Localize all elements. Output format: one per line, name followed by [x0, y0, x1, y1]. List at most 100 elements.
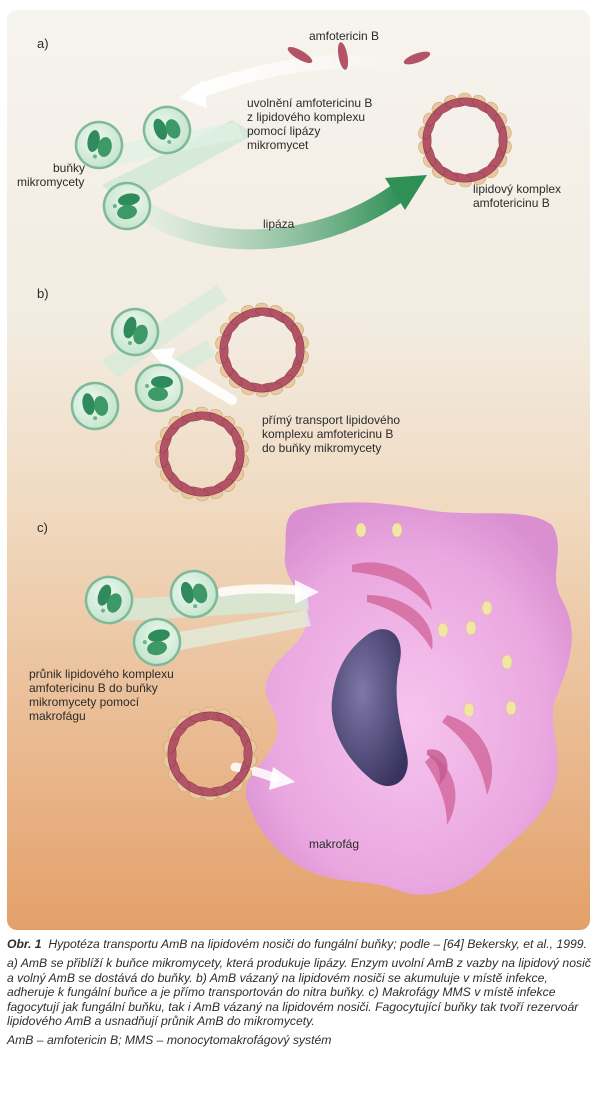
cell-granule	[142, 640, 147, 645]
vesicle-crescent	[352, 562, 432, 610]
cell-granule	[167, 139, 172, 144]
lipase-arrow-head	[385, 175, 427, 210]
fungal-cell	[169, 569, 219, 619]
fungal-cells	[70, 105, 219, 667]
lipid-complex-ring	[418, 92, 512, 188]
macrophage-nucleus	[331, 629, 408, 786]
cell-organelle	[147, 640, 167, 656]
cells-label-line: mikromycety	[17, 175, 84, 189]
cell-organelle	[165, 119, 181, 139]
vesicle-crescent	[425, 755, 456, 825]
cell-granule	[92, 154, 97, 159]
penetration-label: průnik lipidového komplexu amfotericinu …	[29, 667, 177, 723]
fungal-cell	[132, 617, 182, 667]
amphotericin-molecule	[243, 740, 253, 768]
granule	[481, 600, 493, 616]
granules	[355, 522, 517, 718]
transport-label: přímý transport lipidového komplexu amfo…	[262, 413, 403, 455]
cell-granule	[93, 416, 98, 421]
fungal-cell	[134, 363, 184, 413]
amphotericin-molecule	[235, 440, 245, 468]
complex-label-line: lipidový komplex	[473, 182, 561, 196]
amphotericin-molecule	[403, 51, 431, 65]
panel-b-label: b)	[37, 286, 49, 301]
release-arrow-head	[179, 80, 207, 108]
cells-label-line: buňky	[53, 161, 85, 175]
figure-panel: a) amfotericin B uvolnění amfotericinu B…	[7, 10, 590, 930]
cell-organelle	[97, 584, 112, 606]
panel-c-label: c)	[37, 520, 48, 535]
transport-label-line: do buňky mikromycety	[262, 441, 381, 455]
cell-granule	[193, 604, 198, 609]
macrophage-label: makrofág	[309, 837, 359, 851]
fungal-cell	[110, 307, 160, 357]
amphotericin-molecule	[295, 336, 305, 364]
fungal-cell	[102, 181, 152, 231]
granule	[463, 702, 475, 718]
granule	[465, 620, 477, 636]
caption-heading: Obr. 1	[7, 937, 42, 951]
release-label-line: z lipidového komplexu	[247, 110, 365, 124]
phagocytosis-arrow-head	[295, 580, 319, 604]
cell-organelle	[117, 204, 137, 220]
fungal-cell	[70, 381, 120, 431]
release-label-line: mikromycet	[247, 138, 309, 152]
amphotericin-molecule	[287, 46, 313, 64]
transport-label-line: přímý transport lipidového	[262, 413, 400, 427]
cell-organelle	[180, 581, 194, 604]
drug-label: amfotericin B	[309, 29, 379, 43]
amphotericin-molecule	[498, 126, 508, 154]
panel-c: c) průnik lipidového komplexu amfoterici…	[29, 502, 572, 895]
vesicle-crescent	[367, 595, 433, 650]
cell-organelle	[118, 193, 140, 206]
cell-organelle	[153, 118, 168, 140]
cell-organelle	[87, 130, 100, 152]
vesicle-crescent	[442, 715, 493, 795]
transport-arrow	[162, 355, 237, 405]
lipid-complex-ring	[215, 302, 309, 398]
caption-description: a) AmB se přiblíží k buňce mikromycety, …	[7, 956, 591, 1029]
cells-label: buňky mikromycety	[17, 161, 88, 189]
penetration-label-line: amfotericinu B do buňky	[29, 681, 158, 695]
release-label-line: uvolnění amfotericinu B	[247, 96, 372, 110]
lipase-label: lipáza	[263, 217, 295, 231]
fungal-cell	[142, 105, 192, 155]
cell-organelle	[123, 316, 137, 339]
phagocytosis-arrow	[217, 584, 302, 597]
transport-label-line: komplexu amfotericinu B	[262, 427, 393, 441]
cell-organelle	[106, 593, 122, 613]
caption-abbreviations: AmB – amfotericin B; MMS – monocytomakro…	[7, 1033, 332, 1048]
lipid-complex-ring	[155, 406, 249, 502]
cell-organelle	[148, 629, 170, 642]
cell-organelle	[133, 324, 148, 345]
cell-granule	[127, 341, 132, 346]
lipid-complex-ring	[163, 706, 257, 802]
lipid-complexes	[155, 92, 512, 802]
caption-title-text: Hypotéza transportu AmB na lipidovém nos…	[48, 937, 587, 951]
cell-organelle	[82, 393, 95, 415]
caption-title: Obr. 1 Hypotéza transportu AmB na lipido…	[7, 937, 592, 951]
cell-granule	[145, 384, 149, 388]
penetration-label-line: průnik lipidového komplexu	[29, 667, 174, 681]
cell-granule	[101, 608, 106, 613]
vesicle-crescent	[427, 749, 448, 785]
release-arrow	[190, 54, 419, 99]
complex-label-line: amfotericinu B	[473, 196, 550, 210]
panel-a-label: a)	[37, 36, 49, 51]
cell-organelle	[93, 396, 109, 416]
complex-label: lipidový komplex amfotericinu B	[473, 182, 564, 210]
macrophage-body	[245, 502, 572, 895]
cell-organelle	[97, 137, 112, 157]
fungal-cell	[84, 575, 134, 625]
granule	[501, 654, 513, 670]
release-label-line: pomocí lipázy	[247, 124, 320, 138]
lipase-arrow	[119, 181, 408, 250]
figure-caption: Obr. 1 Hypotéza transportu AmB na lipido…	[7, 937, 592, 1053]
cell-organelle	[151, 376, 173, 388]
phagocytosis-arrow-head	[269, 767, 295, 790]
amphotericin-molecule	[337, 42, 349, 70]
penetration-label-line: makrofágu	[29, 709, 86, 723]
free-drug-molecules	[287, 42, 431, 70]
cell-granule	[112, 204, 117, 209]
penetration-label-line: mikromycety pomocí	[29, 695, 140, 709]
